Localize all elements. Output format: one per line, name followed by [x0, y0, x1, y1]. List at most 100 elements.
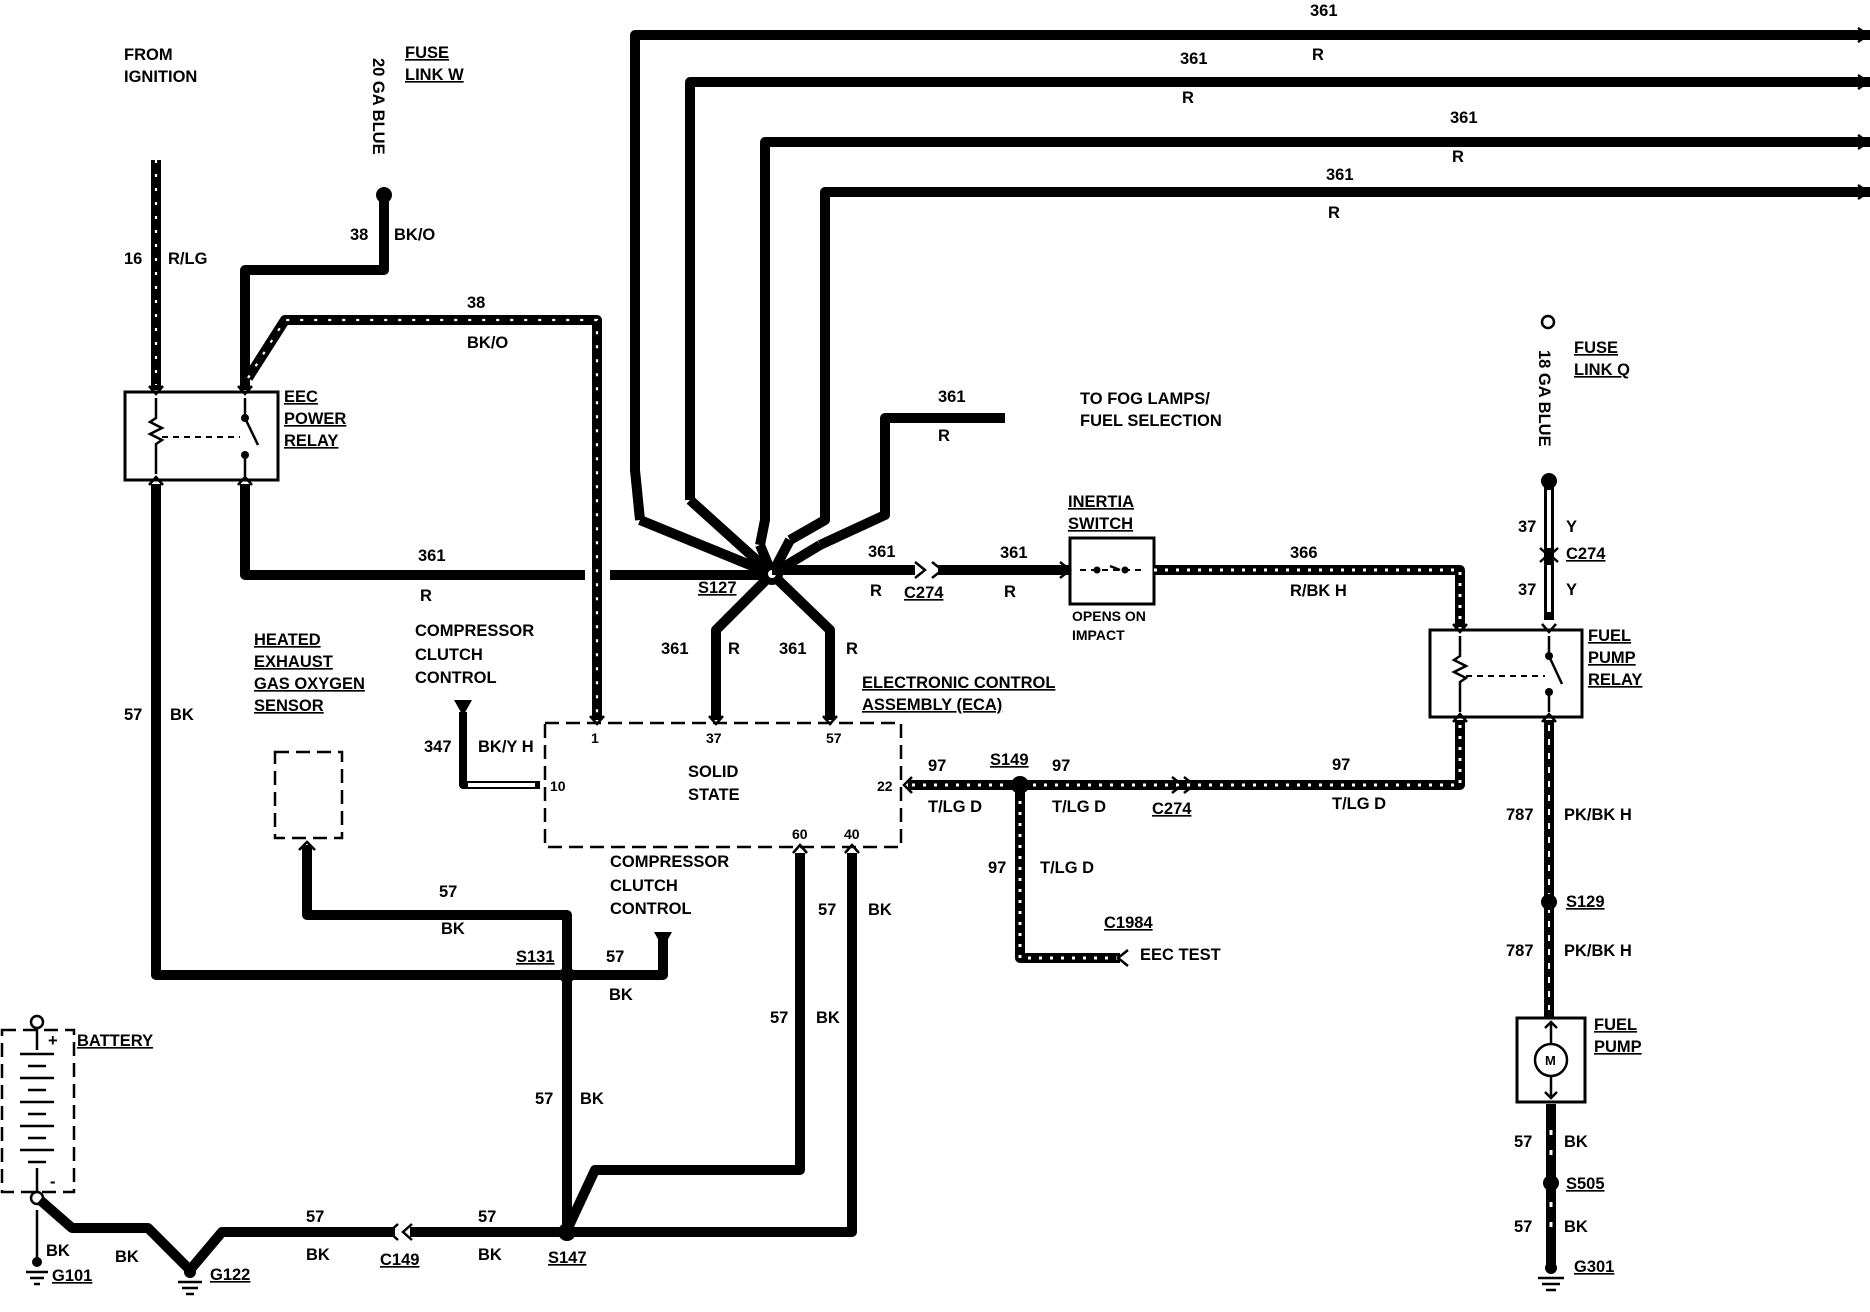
fuel-pump-relay-label-1: FUEL [1588, 627, 1631, 645]
opens-on-impact-label-2: IMPACT [1072, 627, 1125, 643]
fuel-pump-relay [1428, 628, 1584, 719]
wire-57-sensor-label: 57 [439, 883, 457, 901]
wire-r-e57-label: R [846, 640, 858, 658]
splice-s505 [1543, 1175, 1559, 1191]
wire-57-pin40 [567, 853, 857, 1237]
inertia-switch-label-1: INERTIA [1068, 493, 1134, 511]
wire-tlgdd-label: T/LG D [1040, 859, 1094, 877]
eca-pin-arrows [589, 715, 860, 854]
wire-361-top3-label: 361 [1450, 109, 1478, 127]
ground-g122-icon [178, 1266, 202, 1296]
wire-bk-pump-label: BK [1564, 1133, 1588, 1151]
wire-38a-label: 38 [350, 226, 368, 244]
wire-tlgdb-label: T/LG D [1052, 798, 1106, 816]
wire-57-g301-label: 57 [1514, 1218, 1532, 1236]
wire-r-top1-label: R [1312, 46, 1324, 64]
fuse-link-q-label-1: FUSE [1574, 339, 1618, 357]
compressor-top-label-3: CONTROL [415, 669, 497, 687]
splice-s129-label: S129 [1566, 893, 1605, 911]
eca-pin-10: 10 [550, 778, 566, 794]
eca-solid-state-label-2: STATE [688, 786, 740, 804]
wire-pkbkha-label: PK/BK H [1564, 806, 1632, 824]
splice-s505-label: S505 [1566, 1175, 1605, 1193]
wire-tlgdc-label: T/LG D [1332, 795, 1386, 813]
motor-label: M [1545, 1053, 1556, 1068]
wire-347-bkyh [459, 712, 540, 789]
eec-power-relay [123, 390, 280, 482]
ground-g122-label: G122 [210, 1266, 250, 1284]
heated-sensor-label-3: GAS OXYGEN [254, 675, 365, 693]
wire-37a-label: 37 [1518, 518, 1536, 536]
connector-c274c-label: C274 [1566, 545, 1606, 563]
wire-361-top1-label: 361 [1310, 2, 1338, 20]
eec-relay-label-3: RELAY [284, 432, 338, 450]
wire-57-ground-run [36, 1196, 567, 1275]
wire-361-c274 [772, 561, 1073, 579]
wire-r-top3-label: R [1452, 148, 1464, 166]
wire-bkob-label: BK/O [467, 334, 508, 352]
splice-s131-label: S131 [516, 948, 555, 966]
wire-57-s131-label: 57 [606, 948, 624, 966]
wire-r-fog-label: R [938, 427, 950, 445]
wire-57-c149b-label: 57 [478, 1208, 496, 1226]
fuel-pump-motor [1533, 1020, 1569, 1100]
wire-r-top2-label: R [1182, 89, 1194, 107]
eec-relay-label-1: EEC [284, 388, 318, 406]
compressor-top-label-1: COMPRESSOR [415, 622, 534, 640]
to-fog-lamps-label: TO FOG LAMPS/ [1080, 390, 1210, 408]
wire-57-pin40-label: 57 [818, 901, 836, 919]
eca-pin-40: 40 [844, 826, 860, 842]
battery-label: BATTERY [77, 1032, 153, 1050]
wire-bk-pin60-label: BK [816, 1009, 840, 1027]
wire-bk-g301-label: BK [1564, 1218, 1588, 1236]
fuel-pump-relay-label-3: RELAY [1588, 671, 1642, 689]
wire-r-e37-label: R [728, 640, 740, 658]
splice-s129 [1541, 894, 1557, 910]
wire-r-inertia-label: R [1004, 583, 1016, 601]
wire-57-pin60-label: 57 [770, 1009, 788, 1027]
fuel-pump-relay-label-2: PUMP [1588, 649, 1636, 667]
wire-bk-c149b-label: BK [478, 1246, 502, 1264]
fuel-pump-label-2: PUMP [1594, 1038, 1642, 1056]
wire-57-pin60 [562, 853, 805, 1233]
wire-ya-label: Y [1566, 518, 1577, 536]
wire-57-left-label: 57 [124, 706, 142, 724]
ga20-blue-label: 20 GA BLUE [369, 58, 387, 155]
wire-361-arrow-tips [1857, 26, 1870, 201]
battery-icon [0, 1014, 76, 1206]
compressor-clutch-top-arrow-icon [454, 700, 472, 716]
ground-g301-icon [1538, 1262, 1564, 1292]
wire-16-label: 16 [124, 250, 142, 268]
connector-c274a-label: C274 [904, 584, 944, 602]
wire-361-relay-label: 361 [418, 547, 446, 565]
wire-787a-label: 787 [1506, 806, 1534, 824]
fuel-pump [1515, 1016, 1587, 1104]
from-ignition-label-2: IGNITION [124, 68, 197, 86]
wire-361-top4-label: 361 [1326, 166, 1354, 184]
compressor-top-label-2: CLUTCH [415, 646, 483, 664]
heated-exhaust-gas-oxygen-sensor [273, 750, 344, 840]
wire-97c-label: 97 [1332, 756, 1350, 774]
compressor-bottom-label-1: COMPRESSOR [610, 853, 729, 871]
wire-366-rbkh [1154, 565, 1465, 628]
eca-module [543, 721, 903, 849]
wire-37b-label: 37 [1518, 581, 1536, 599]
heated-sensor-label-4: SENSOR [254, 697, 324, 715]
ground-g101-label: G101 [52, 1267, 92, 1285]
wire-97-tlgd [902, 720, 1465, 967]
eca-pin-22: 22 [877, 778, 893, 794]
wire-361-e37-label: 361 [661, 640, 689, 658]
wire-361-c274-label: 361 [868, 543, 896, 561]
eca-pin-60: 60 [792, 826, 808, 842]
wire-57-sensor [298, 840, 572, 975]
compressor-bottom-label-3: CONTROL [610, 900, 692, 918]
wire-366-label: 366 [1290, 544, 1318, 562]
wire-57-vert-label: 57 [535, 1090, 553, 1108]
connector-c1984-label: C1984 [1104, 914, 1153, 932]
splice-s149-label: S149 [990, 751, 1029, 769]
wire-97b-label: 97 [1052, 757, 1070, 775]
wire-787b-label: 787 [1506, 942, 1534, 960]
fuel-pump-label-1: FUEL [1594, 1016, 1637, 1034]
wire-rlg-label: R/LG [168, 250, 207, 268]
